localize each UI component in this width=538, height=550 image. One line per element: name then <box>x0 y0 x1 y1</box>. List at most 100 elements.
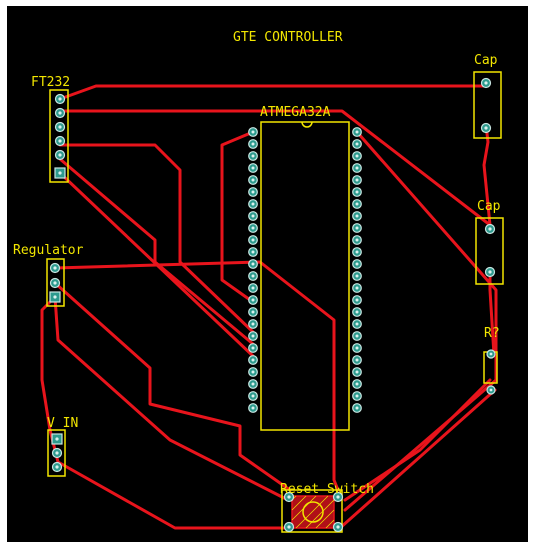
pad-hole <box>287 495 291 499</box>
mcu-pin-hole <box>251 298 255 302</box>
mcu-pin-hole <box>251 190 255 194</box>
mcu-outline <box>260 121 350 431</box>
pad-hole <box>489 352 493 356</box>
mcu-pin-hole <box>355 178 359 182</box>
mcu-pin-hole <box>251 238 255 242</box>
reset-outline <box>281 489 343 533</box>
mcu-pin-hole <box>355 406 359 410</box>
mcu-pin-hole <box>355 358 359 362</box>
mcu-pads <box>248 127 362 413</box>
resistor-label: R? <box>484 326 500 341</box>
pad-hole <box>58 111 62 115</box>
pad-hole <box>58 125 62 129</box>
cap2-outline <box>475 217 504 285</box>
traces <box>40 84 498 530</box>
trace <box>58 109 492 227</box>
cap2-pads <box>484 223 496 278</box>
vin-label: V_IN <box>47 416 78 431</box>
pad-hole <box>53 266 57 270</box>
reset-switch-button <box>302 501 324 523</box>
mcu-pin-hole <box>355 382 359 386</box>
mcu-pin-hole <box>355 310 359 314</box>
mcu-pin-hole <box>355 226 359 230</box>
board-background <box>7 6 528 542</box>
mcu-pin-hole <box>355 346 359 350</box>
cap1-label: Cap <box>474 53 498 68</box>
reset-switch-hatch <box>305 499 335 529</box>
pad-hole <box>58 97 62 101</box>
mcu-pin-hole <box>251 310 255 314</box>
ft232-label: FT232 <box>31 75 70 90</box>
ft232-outline <box>49 89 69 183</box>
mcu-pin-hole <box>251 274 255 278</box>
reset-label: Reset Switch <box>280 482 374 497</box>
reset-switch-hatch <box>291 495 307 511</box>
mcu-pin-hole <box>355 130 359 134</box>
mcu-pin-hole <box>251 214 255 218</box>
mcu-pin-hole <box>355 334 359 338</box>
trace <box>53 260 340 492</box>
trace <box>53 281 292 492</box>
pad-hole <box>488 227 492 231</box>
mcu-pin-hole <box>355 238 359 242</box>
silkscreen-labels: GTE CONTROLLER FT232 Regulator V_IN ATME… <box>13 30 501 497</box>
mcu-pin-hole <box>355 370 359 374</box>
trace <box>58 157 255 346</box>
trace <box>53 295 290 502</box>
mcu-pin-hole <box>355 262 359 266</box>
mcu-pin-hole <box>355 142 359 146</box>
mcu-pin-hole <box>251 226 255 230</box>
pad-hole <box>484 126 488 130</box>
regulator-outline <box>46 258 65 307</box>
pad-hole <box>53 295 57 299</box>
pad-hole <box>58 139 62 143</box>
trace <box>58 84 488 101</box>
mcu-pin-hole <box>251 322 255 326</box>
regulator-pads <box>49 262 61 303</box>
pad-hole <box>55 465 59 469</box>
cap2-label: Cap <box>477 199 501 214</box>
cap1-pads <box>480 77 492 134</box>
cap1-outline <box>473 71 502 139</box>
ft232-pads <box>54 93 66 179</box>
mcu-pin-hole <box>251 370 255 374</box>
reset-switch <box>283 491 344 533</box>
resistor-pads <box>486 349 496 395</box>
mcu-pin-hole <box>355 286 359 290</box>
mcu-pin-hole <box>251 202 255 206</box>
mcu-notch <box>301 121 313 128</box>
mcu-pin-hole <box>355 250 359 254</box>
reset-switch-hatch <box>315 509 335 529</box>
pad-hole <box>53 281 57 285</box>
mcu-pin-hole <box>251 250 255 254</box>
trace <box>338 388 497 530</box>
reset-switch-body <box>291 495 335 529</box>
pad-hole <box>336 495 340 499</box>
mcu-pin-hole <box>251 382 255 386</box>
mcu-pin-hole <box>251 406 255 410</box>
trace <box>343 378 492 502</box>
mcu-pin-hole <box>251 178 255 182</box>
vin-outline <box>47 429 66 477</box>
mcu-pin-hole <box>251 154 255 158</box>
mcu-pin-hole <box>251 346 255 350</box>
mcu-pin-hole <box>251 130 255 134</box>
mcu-pin-hole <box>355 202 359 206</box>
pad-hole <box>287 525 291 529</box>
board-title: GTE CONTROLLER <box>233 30 343 45</box>
pad-hole <box>489 388 493 392</box>
pad-hole <box>484 81 488 85</box>
reset-switch-hatch <box>295 495 329 529</box>
pad-hole <box>55 437 59 441</box>
pad-hole <box>336 525 340 529</box>
trace <box>343 130 498 512</box>
mcu-pin-hole <box>355 154 359 158</box>
pad-hole <box>55 451 59 455</box>
mcu-pin-hole <box>251 358 255 362</box>
trace <box>58 143 255 334</box>
mcu-pin-hole <box>355 166 359 170</box>
trace <box>482 123 492 227</box>
mcu-label: ATMEGA32A <box>260 105 331 120</box>
mcu-pin-hole <box>251 166 255 170</box>
